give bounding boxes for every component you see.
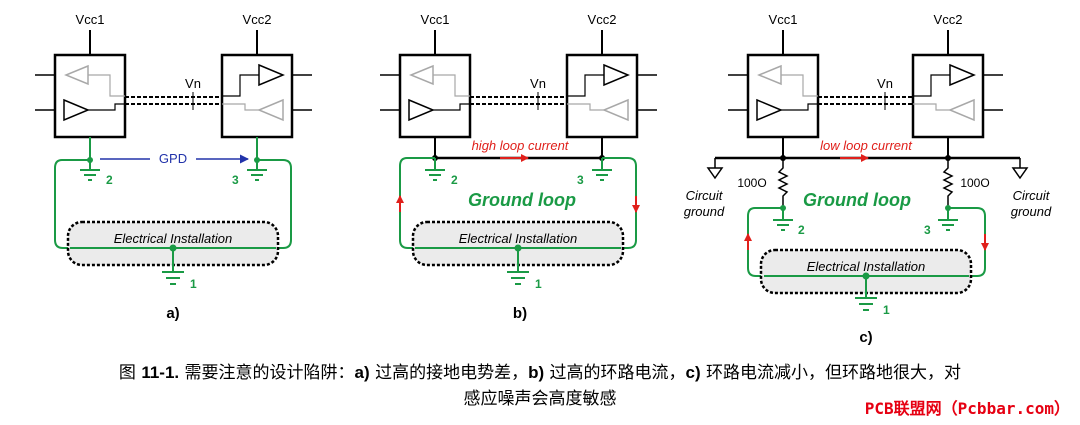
caption-mark-b: b) — [528, 363, 545, 382]
panel-label: c) — [859, 329, 872, 346]
ground-icon — [507, 248, 529, 285]
caption-line-1: 图 11-1. 需要注意的设计陷阱：a) 过高的接地电势差，b) 过高的环路电流… — [0, 360, 1080, 386]
driver-triangle-icon — [63, 98, 90, 122]
vn-label: Vn — [877, 76, 893, 91]
panel-c: Vcc1 Vcc2 Vn low loop current — [684, 12, 1052, 346]
vcc2-label: Vcc2 — [934, 12, 963, 27]
caption-text: 需要注意的设计陷阱： — [179, 363, 355, 383]
panel-label: a) — [166, 305, 179, 322]
node-1-label: 1 — [190, 277, 197, 291]
vcc1-label: Vcc1 — [421, 12, 450, 27]
ground-icon — [247, 160, 267, 181]
node-2-label: 2 — [451, 173, 458, 187]
loop-current-label: low loop current — [820, 138, 913, 153]
watermark: PCB联盟网（Pcbbar.com） — [864, 399, 1070, 418]
panel-a: Vcc1 Vcc2 Vn — [35, 12, 312, 322]
ground-icon — [938, 208, 958, 231]
node-2-label: 2 — [798, 223, 805, 237]
resistor-value: 100O — [960, 176, 989, 190]
vn-label: Vn — [530, 76, 546, 91]
vcc1-label: Vcc1 — [76, 12, 105, 27]
driver-triangle-icon — [408, 98, 435, 122]
panel-label: b) — [513, 305, 527, 322]
caption-line-2: 感应噪声会高度敏感 — [463, 389, 617, 409]
ground-loop-label: Ground loop — [468, 190, 576, 210]
node-3-label: 3 — [232, 173, 239, 187]
caption-text: 环路电流减小，但环路地很大，对 — [700, 363, 962, 383]
circuit-ground-label: ground — [684, 204, 725, 219]
caption-number: 11-1. — [141, 363, 180, 382]
caption-mark-a: a) — [354, 363, 370, 382]
node-2-label: 2 — [106, 173, 113, 187]
ground-icon — [162, 248, 184, 285]
resistor-icon — [942, 158, 954, 208]
driver-triangle-icon — [948, 98, 975, 122]
vn-label: Vn — [185, 76, 201, 91]
node-3-label: 3 — [577, 173, 584, 187]
caption-prefix: 图 — [118, 363, 142, 383]
gpd-label: GPD — [159, 151, 187, 166]
ground-icon — [855, 276, 877, 311]
ground-icon — [80, 160, 100, 181]
installation-label: Electrical Installation — [114, 231, 233, 246]
chassis-ground-icon — [706, 158, 724, 180]
node-1-label: 1 — [535, 277, 542, 291]
caption-text: 过高的接地电势差， — [369, 363, 529, 383]
panel-b: Vcc1 Vcc2 Vn high loop current — [380, 12, 657, 322]
driver-triangle-icon — [257, 98, 284, 122]
vcc1-label: Vcc1 — [769, 12, 798, 27]
ground-icon — [773, 208, 793, 231]
installation-label: Electrical Installation — [459, 231, 578, 246]
vcc2-label: Vcc2 — [588, 12, 617, 27]
caption-mark-c: c) — [685, 363, 701, 382]
ground-icon — [592, 158, 612, 181]
circuit-ground-label: Circuit — [1013, 188, 1051, 203]
installation-label: Electrical Installation — [807, 259, 926, 274]
resistor-value: 100O — [737, 176, 766, 190]
ground-icon — [425, 158, 445, 181]
caption-text: 过高的环路电流， — [544, 363, 686, 383]
circuit-ground-label: ground — [1011, 204, 1052, 219]
ground-loop-label: Ground loop — [803, 190, 911, 210]
figure-caption: 图 11-1. 需要注意的设计陷阱：a) 过高的接地电势差，b) 过高的环路电流… — [0, 360, 1080, 412]
node-1-label: 1 — [883, 303, 890, 317]
vcc2-label: Vcc2 — [243, 12, 272, 27]
loop-current-label: high loop current — [472, 138, 570, 153]
driver-triangle-icon — [756, 98, 783, 122]
chassis-ground-icon — [1011, 158, 1029, 180]
driver-triangle-icon — [602, 98, 629, 122]
node-3-label: 3 — [924, 223, 931, 237]
schematic-canvas: Vcc1 Vcc2 Vn — [35, 12, 1052, 346]
resistor-icon — [777, 158, 789, 208]
circuit-ground-label: Circuit — [686, 188, 724, 203]
